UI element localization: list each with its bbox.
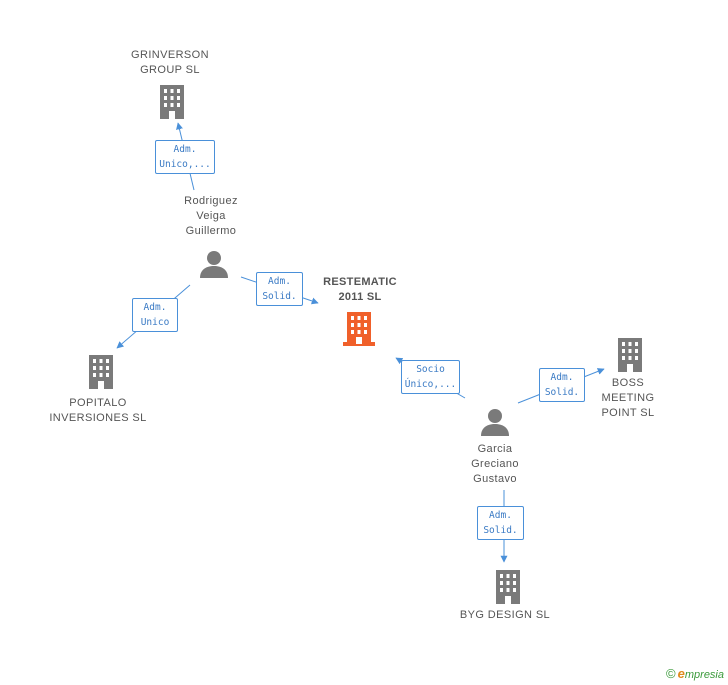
role-line2: Solid. — [483, 525, 518, 536]
role-line1: Adm. — [489, 510, 512, 521]
company-name-line1: BYG DESIGN SL — [459, 609, 551, 621]
person-icon[interactable] — [199, 250, 229, 278]
person-name-line2: Veiga — [196, 210, 226, 222]
role-badge-garcia-byg[interactable]: Adm. Solid. — [477, 506, 524, 540]
role-line1: Adm. — [173, 144, 197, 155]
person-icon[interactable] — [480, 408, 510, 436]
building-icon[interactable] — [494, 570, 522, 604]
company-name-line2: 2011 SL — [338, 291, 382, 303]
company-name-line2: GROUP SL — [140, 64, 200, 76]
person-name-line2: Greciano — [471, 458, 519, 470]
role-line1: Adm. — [550, 372, 574, 383]
company-name-line2: INVERSIONES SL — [49, 412, 147, 424]
company-label-byg[interactable]: BYG DESIGN SL — [448, 608, 562, 623]
role-badge-rodriguez-popitalo[interactable]: Adm. Unico — [132, 298, 178, 332]
person-name-line1: Garcia — [477, 443, 513, 455]
brand-logo-e: e — [677, 666, 685, 681]
building-icon[interactable] — [616, 338, 644, 372]
role-line2: Unico,... — [159, 159, 211, 170]
person-name-line3: Gustavo — [473, 473, 517, 485]
role-line2: Solid. — [262, 291, 297, 302]
copyright-symbol: © — [666, 666, 676, 681]
person-name-line3: Guillermo — [185, 225, 237, 237]
company-name-line3: POINT SL — [601, 407, 655, 419]
role-line2: Unico — [140, 317, 170, 328]
role-line1: Adm. — [268, 276, 291, 287]
building-icon-focus[interactable] — [343, 312, 375, 346]
brand-logo-text: mpresia — [684, 669, 724, 681]
role-badge-garcia-restematic[interactable]: Socio Único,... — [401, 360, 460, 394]
role-badge-rodriguez-grinverson[interactable]: Adm. Unico,... — [155, 140, 215, 174]
role-badge-rodriguez-restematic[interactable]: Adm. Solid. — [256, 272, 303, 306]
company-name-line1: POPITALO — [69, 397, 127, 409]
role-line2: Solid. — [544, 387, 580, 398]
role-line1: Adm. — [143, 302, 167, 313]
building-icon[interactable] — [87, 355, 115, 389]
person-name-line1: Rodriguez — [184, 195, 238, 207]
building-icon[interactable] — [158, 85, 186, 119]
role-line2: Único,... — [404, 379, 457, 390]
company-name-line1: GRINVERSON — [131, 49, 209, 61]
company-name-line1: BOSS — [611, 377, 645, 389]
person-label-garcia[interactable]: Garcia Greciano Gustavo — [450, 442, 540, 487]
company-label-popitalo[interactable]: POPITALO INVERSIONES SL — [40, 396, 156, 426]
role-badge-garcia-boss[interactable]: Adm. Solid. — [539, 368, 585, 402]
company-name-line1: RESTEMATIC — [323, 276, 397, 288]
company-label-boss[interactable]: BOSS MEETING POINT SL — [592, 376, 664, 421]
empresia-brand: ©empresia — [666, 666, 724, 681]
person-label-rodriguez[interactable]: Rodriguez Veiga Guillermo — [166, 194, 256, 239]
company-label-grinverson[interactable]: GRINVERSON GROUP SL — [120, 48, 220, 78]
company-label-restematic[interactable]: RESTEMATIC 2011 SL — [305, 275, 415, 305]
company-name-line2: MEETING — [601, 392, 655, 404]
role-line1: Socio — [416, 364, 445, 375]
